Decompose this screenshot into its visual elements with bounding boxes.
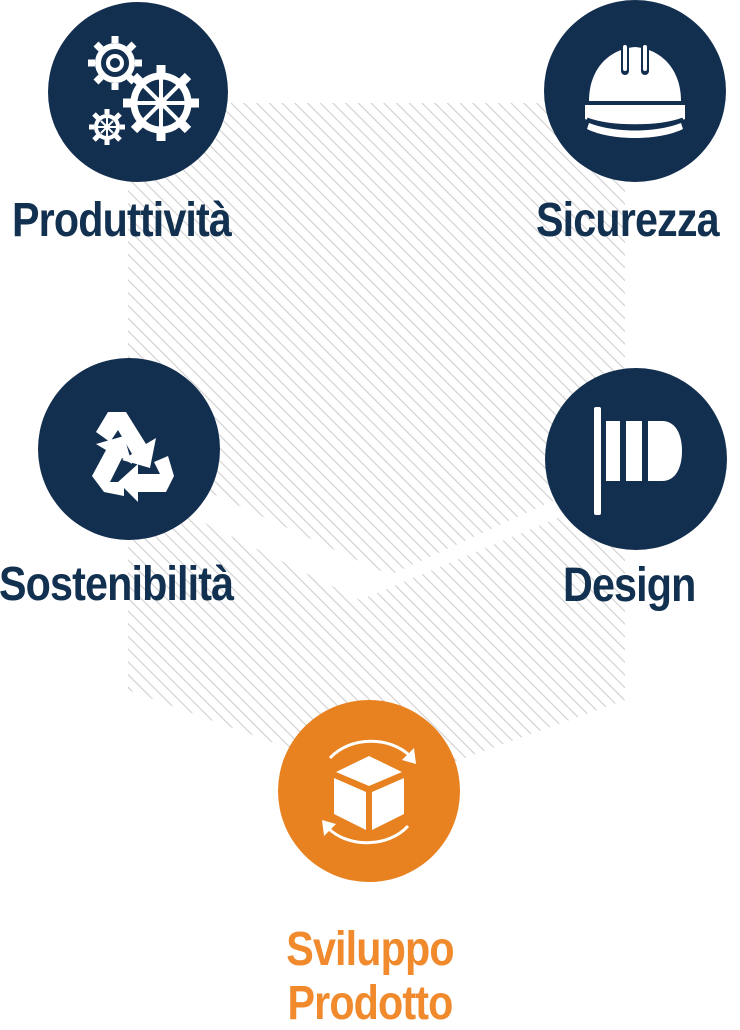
design-label: Design xyxy=(563,559,696,612)
sostenibilita-label: Sostenibilità xyxy=(0,558,234,611)
cube-cycle-icon xyxy=(322,739,416,845)
flag-icon xyxy=(594,407,682,515)
recycle-icon xyxy=(92,412,174,502)
sicurezza-circle xyxy=(544,0,726,182)
hard-hat-icon xyxy=(585,41,685,138)
hatched-shape-lower xyxy=(128,485,625,785)
produttivita-label: Produttività xyxy=(12,194,232,247)
sviluppo-prodotto-label-line1: Sviluppo xyxy=(286,923,454,976)
design-circle xyxy=(545,368,727,550)
gears-icon xyxy=(88,36,199,145)
sicurezza-label: Sicurezza xyxy=(536,194,720,247)
sostenibilita-circle xyxy=(38,358,220,540)
produttivita-circle xyxy=(48,2,228,182)
sviluppo-prodotto-label-line2: Prodotto xyxy=(287,977,453,1030)
hatched-shape-upper xyxy=(128,103,625,575)
sviluppo-prodotto-circle xyxy=(278,700,460,882)
